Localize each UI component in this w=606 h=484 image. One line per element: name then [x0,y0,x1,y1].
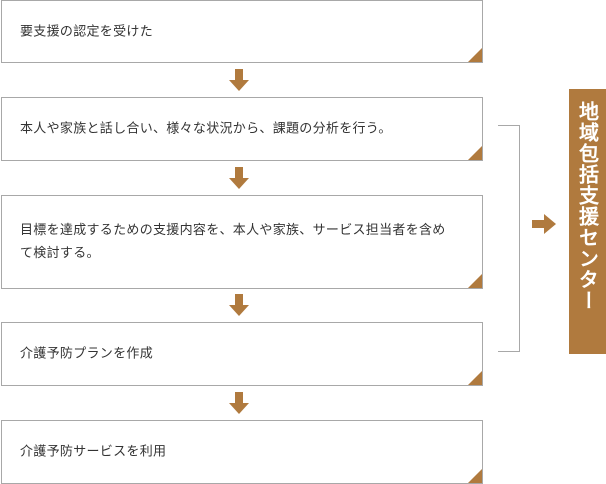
corner-marker [468,371,482,385]
down-arrow-icon [229,294,249,316]
step-box: 介護予防プランを作成 [1,322,483,386]
step-text: 本人や家族と話し合い、様々な状況から、課題の分析を行う。 [20,121,392,137]
bracket-connector [498,125,520,352]
step-box: 要支援の認定を受けた [1,0,483,63]
step-box: 本人や家族と話し合い、様々な状況から、課題の分析を行う。 [1,97,483,161]
down-arrow-icon [229,392,249,414]
step-box: 介護予防サービスを利用 [1,420,483,484]
corner-marker [468,274,482,288]
step-box: 目標を達成するための支援内容を、本人や家族、サービス担当者を含めて検討する。 [1,195,483,289]
step-text: 目標を達成するための支援内容を、本人や家族、サービス担当者を含めて検討する。 [20,223,446,261]
step-text: 介護予防プランを作成 [20,346,154,362]
center-label: 地域包括支援センター [575,101,600,311]
center-label-box: 地域包括支援センター [569,89,606,354]
corner-marker [468,469,482,483]
right-arrow-icon [532,214,556,234]
step-text: 要支援の認定を受けた [20,24,154,39]
down-arrow-icon [229,167,249,189]
step-text: 介護予防サービスを利用 [20,444,167,460]
corner-marker [468,48,482,62]
down-arrow-icon [229,69,249,91]
corner-marker [468,146,482,160]
